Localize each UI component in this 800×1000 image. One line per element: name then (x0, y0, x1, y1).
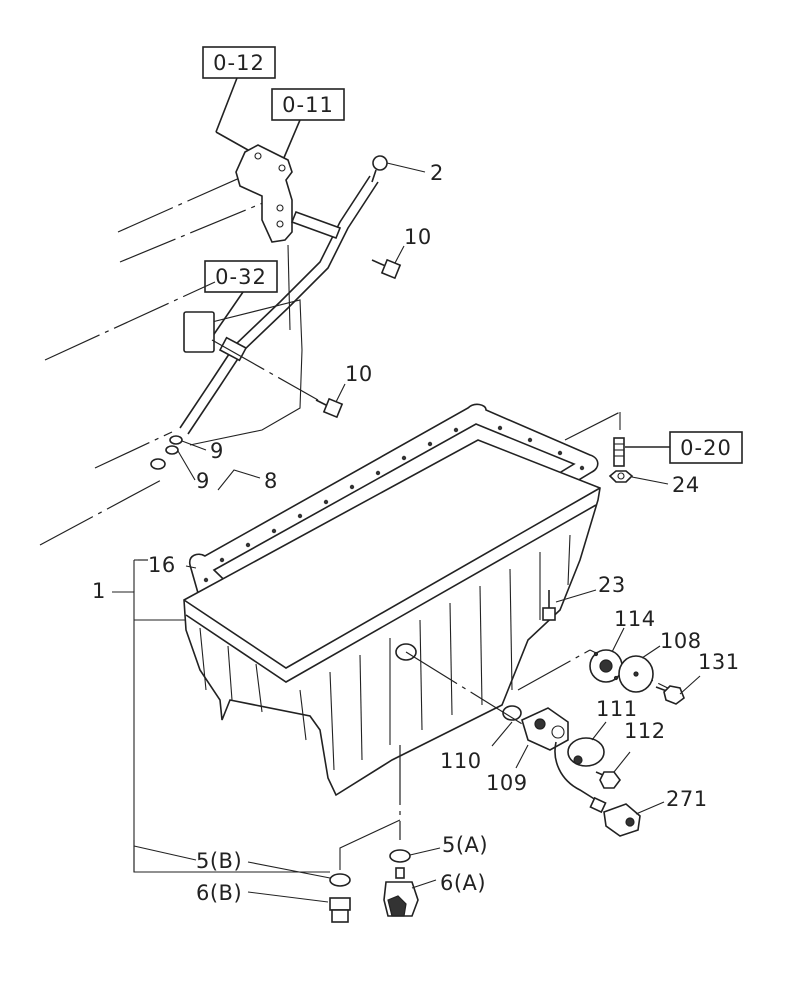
bracket-111[interactable] (567, 737, 605, 767)
bolt-23[interactable] (542, 590, 556, 621)
callout-271: 271 (666, 787, 708, 811)
bolt-10-upper[interactable] (371, 258, 402, 280)
drain-plug-6a[interactable] (383, 867, 419, 917)
reference-label: 0-11 (282, 93, 334, 117)
callout-108: 108 (660, 629, 702, 653)
reference-label: 0-20 (680, 436, 732, 460)
callout-1: 1 (92, 579, 106, 603)
callout-114: 114 (614, 607, 656, 631)
oil-level-sensor-109[interactable] (521, 707, 597, 801)
connector-271[interactable] (589, 796, 641, 837)
callout-9-upper: 9 (210, 439, 224, 463)
cover-plate-108[interactable] (618, 655, 654, 693)
callout-6b: 6(B) (196, 881, 242, 905)
dipstick-handle[interactable] (371, 155, 388, 183)
washer-5a[interactable] (389, 849, 411, 863)
callout-9-lower: 9 (196, 469, 210, 493)
reference-box-0-20[interactable]: 0-20 (669, 431, 743, 464)
nut-24[interactable] (608, 470, 634, 483)
callout-109: 109 (486, 771, 528, 795)
callout-10-upper: 10 (404, 225, 432, 249)
callout-8: 8 (264, 469, 278, 493)
callout-5b: 5(B) (196, 849, 242, 873)
reference-label: 0-32 (215, 265, 267, 289)
bolt-112[interactable] (595, 771, 621, 789)
reference-box-0-11[interactable]: 0-11 (271, 88, 345, 121)
callout-131: 131 (698, 650, 740, 674)
callout-2: 2 (430, 161, 444, 185)
engine-outline-lines (39, 167, 303, 546)
callout-110: 110 (440, 749, 482, 773)
callout-24: 24 (672, 473, 700, 497)
reference-box-0-12[interactable]: 0-12 (202, 46, 276, 79)
callout-5a: 5(A) (442, 833, 488, 857)
callout-10-lower: 10 (345, 362, 373, 386)
reference-label: 0-12 (213, 51, 265, 75)
callout-6a: 6(A) (440, 871, 486, 895)
dipstick-bracket[interactable] (235, 144, 293, 243)
stud-0-20[interactable] (613, 437, 625, 467)
gasket-114[interactable] (589, 649, 623, 683)
callout-112: 112 (624, 719, 666, 743)
bolt-10-lower[interactable] (315, 397, 344, 419)
washer-5b[interactable] (329, 873, 351, 887)
gasket-110[interactable] (502, 705, 522, 721)
reference-box-0-32[interactable]: 0-32 (204, 260, 278, 293)
oil-pan-1[interactable] (183, 439, 601, 797)
callout-16: 16 (148, 553, 176, 577)
callout-111: 111 (596, 697, 638, 721)
dipstick-guide-tube[interactable] (179, 175, 379, 435)
oil-pan-ribs (199, 534, 571, 771)
drain-plug-6b[interactable] (329, 897, 351, 923)
o-ring-9-upper[interactable] (169, 435, 183, 445)
seal-8[interactable] (150, 458, 166, 470)
bolt-131[interactable] (655, 685, 685, 705)
reference-leaders (209, 77, 670, 448)
o-ring-9-lower[interactable] (165, 445, 179, 455)
callout-23: 23 (598, 573, 626, 597)
